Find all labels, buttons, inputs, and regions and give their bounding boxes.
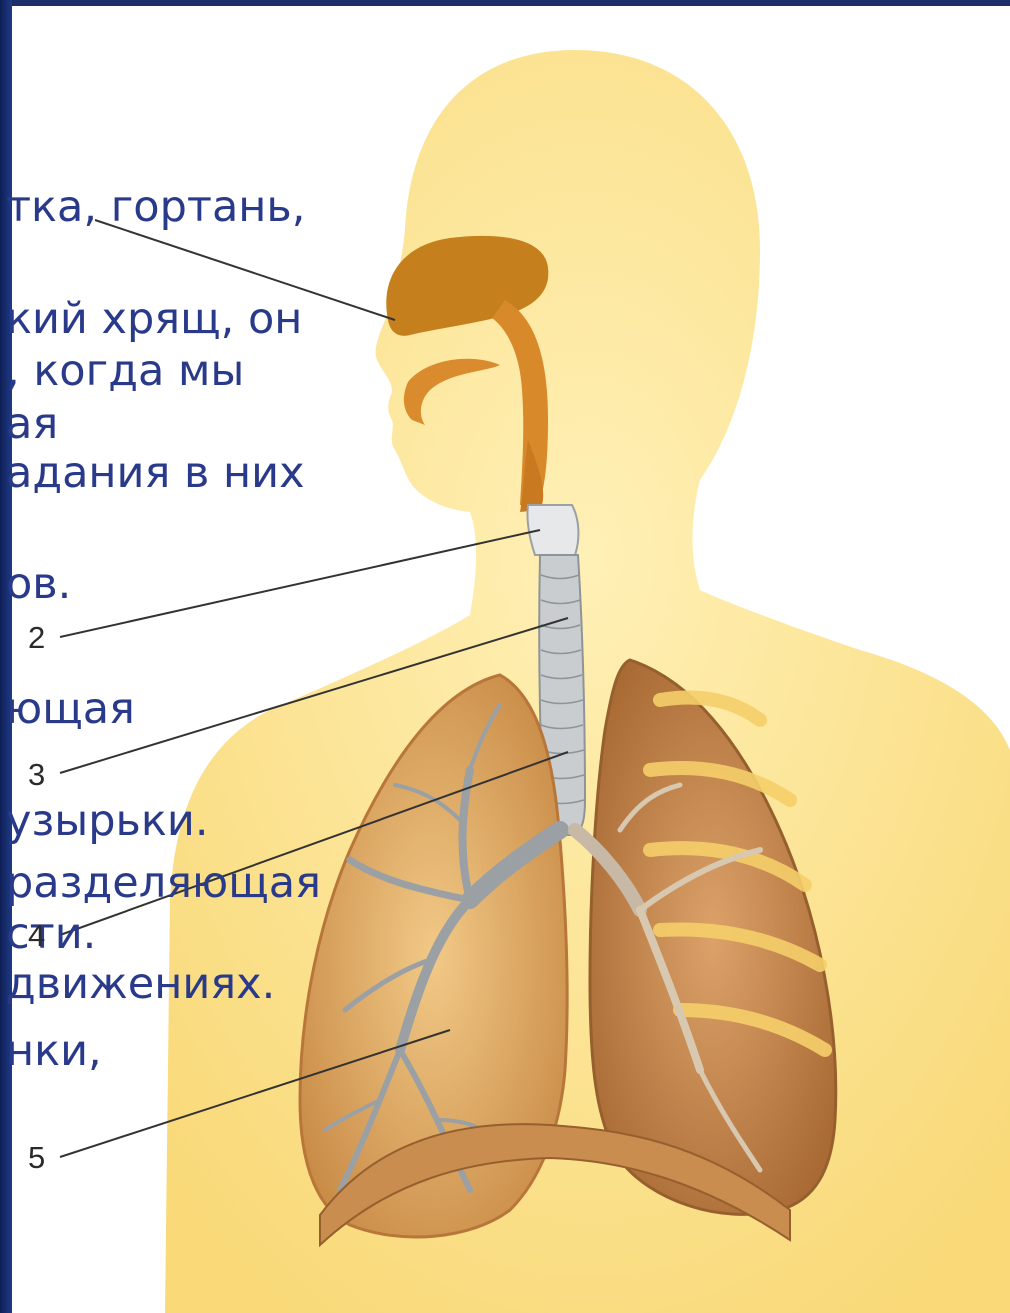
slide-text-line: тка, гортань, [6, 186, 305, 229]
slide-text-line: кий хрящ, он [6, 298, 302, 341]
slide-text-line: ая [6, 403, 58, 446]
slide-text-line: сти. [6, 913, 96, 956]
callout-label-5: 5 [28, 1140, 45, 1176]
slide-text-line: ющая [6, 688, 135, 731]
slide-text-line: движениях. [6, 963, 275, 1006]
body-silhouette [165, 50, 1010, 1313]
callout-label-2: 2 [28, 620, 45, 656]
slide-text-line: , когда мы [6, 350, 244, 393]
slide-text-line: ов. [6, 563, 71, 606]
slide-text-line: узырьки. [6, 800, 209, 843]
slide-text-line: разделяющая [6, 862, 321, 905]
slide-text-line: нки, [6, 1030, 102, 1073]
slide-text-line: адания в них [6, 452, 305, 495]
larynx [527, 505, 578, 555]
callout-label-4: 4 [28, 918, 45, 954]
callout-label-3: 3 [28, 757, 45, 793]
